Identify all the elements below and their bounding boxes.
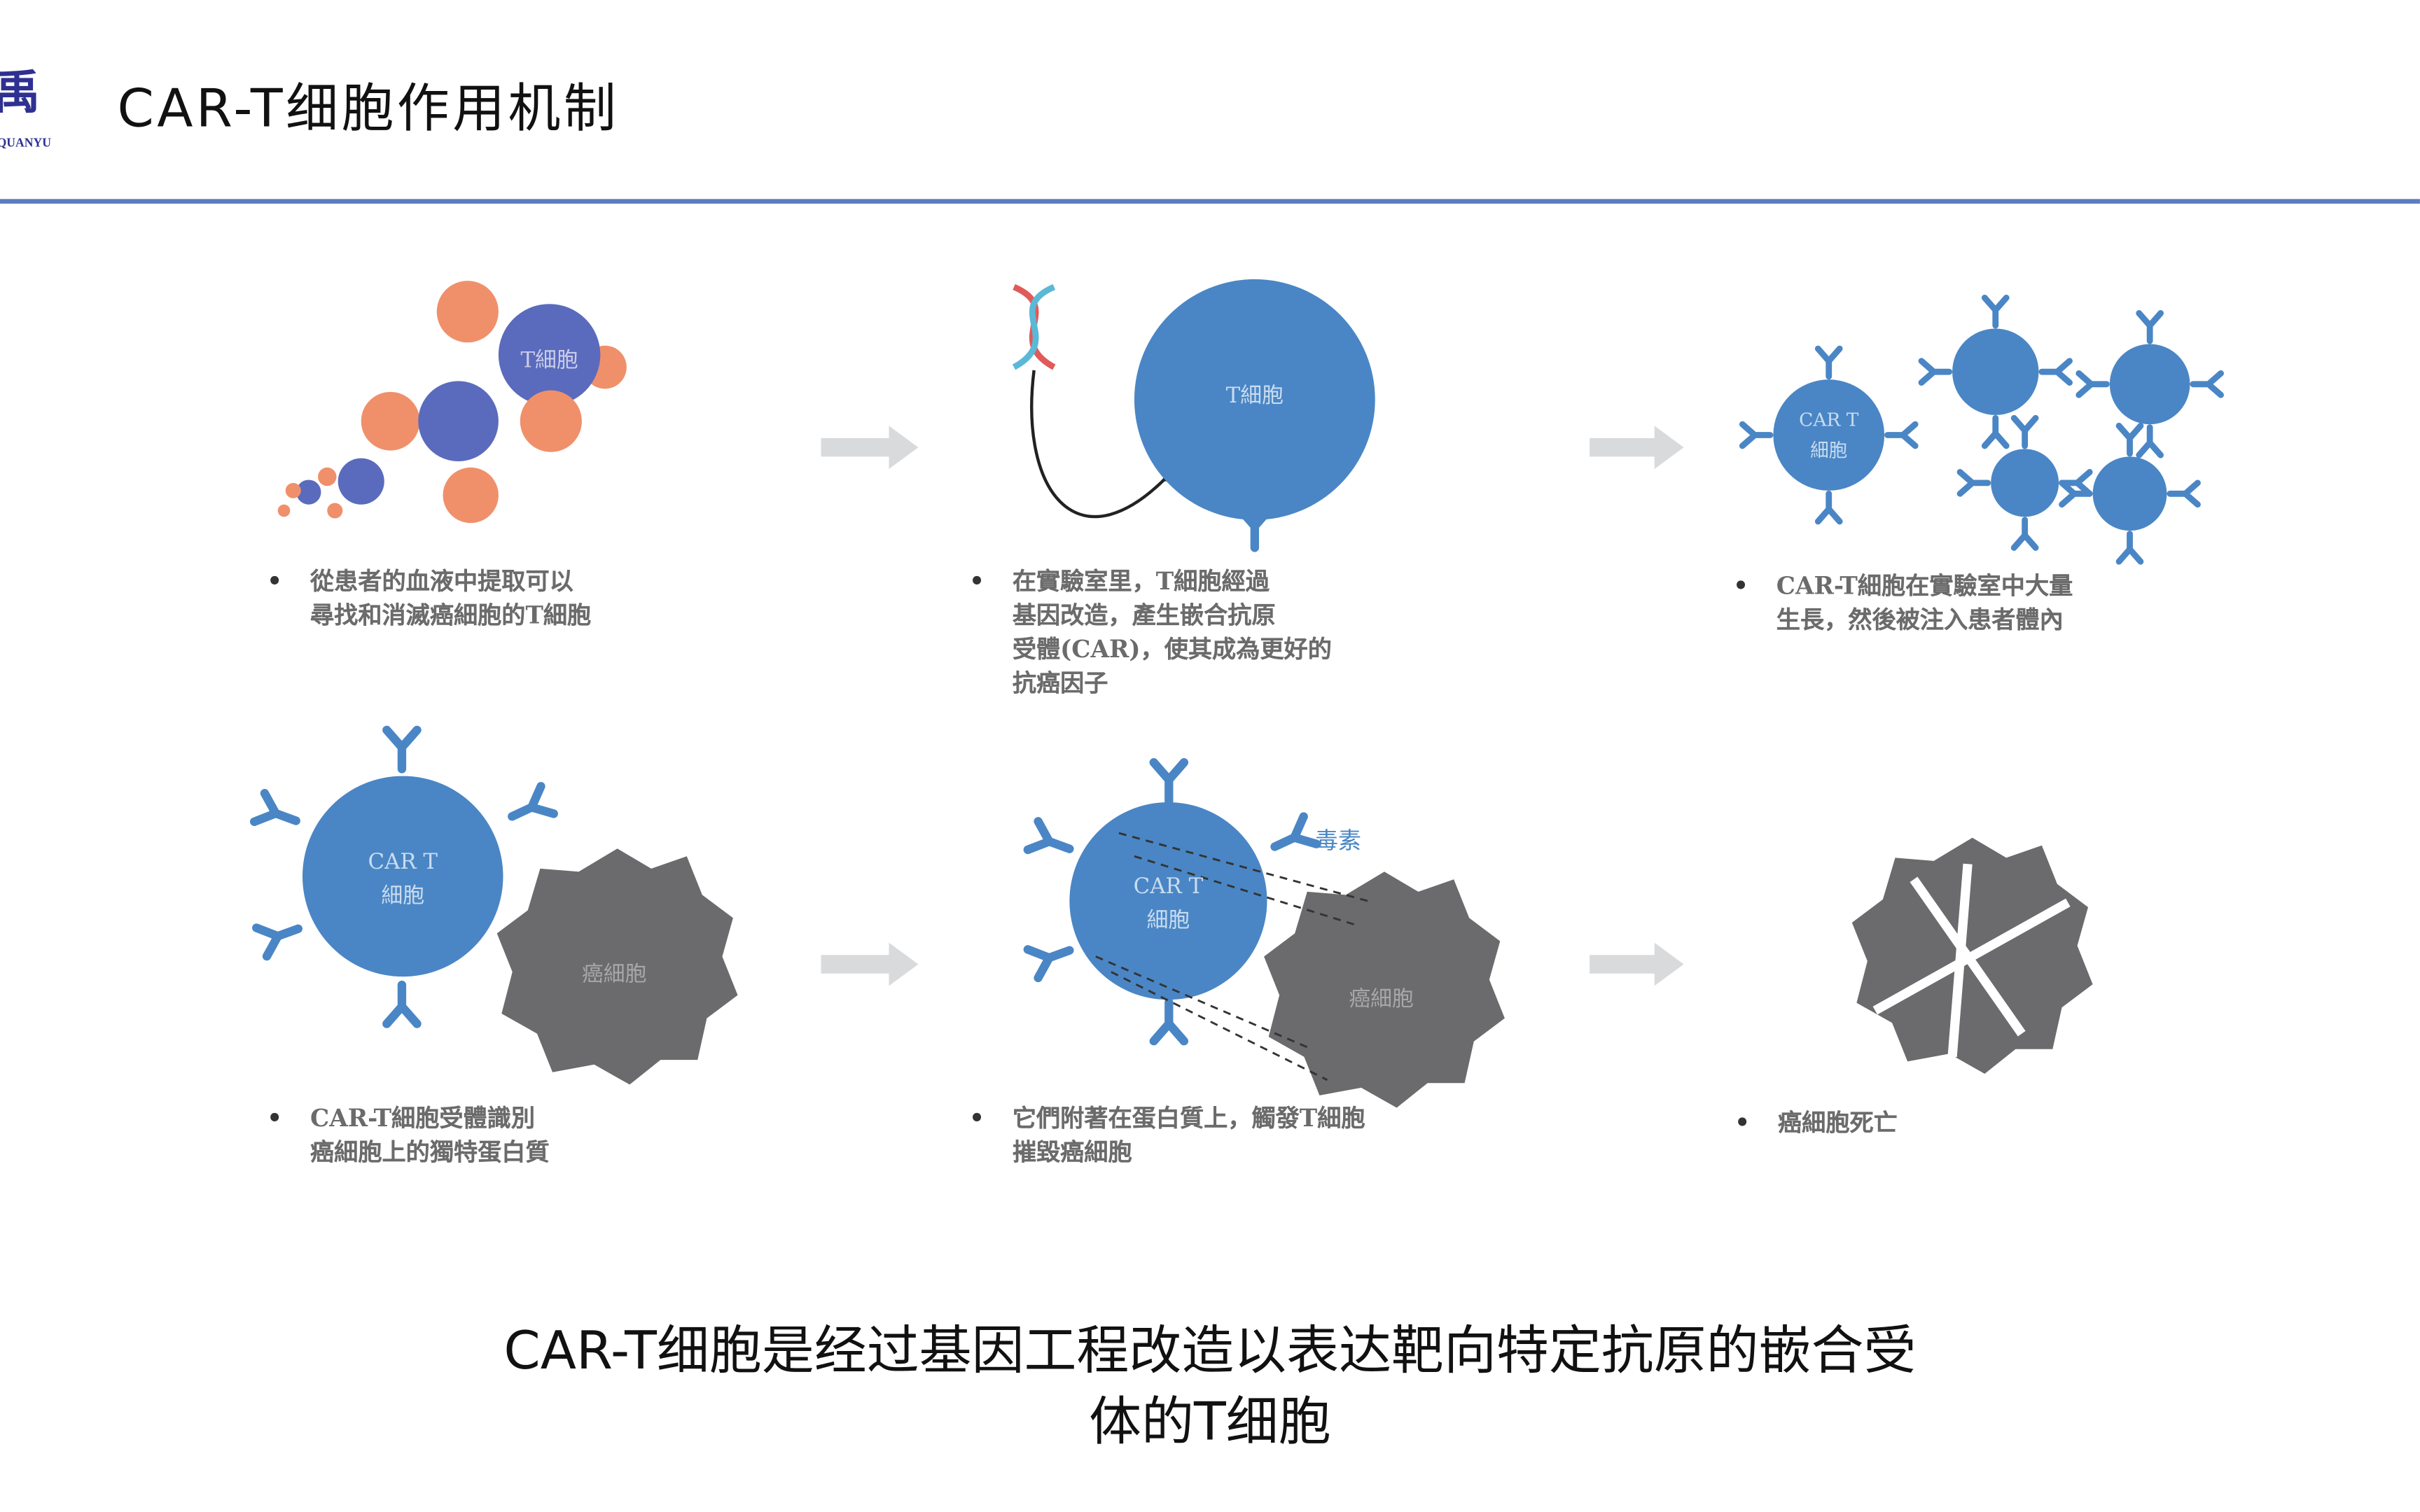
car-t-label: CAR T [368,849,438,874]
car-t-cell-label: 細胞 [1810,440,1847,461]
car-t-label: CAR T [1799,409,1859,430]
subtitle-line-2: 体的T细胞 [1089,1392,1331,1454]
dead-cancer-cell [1851,837,2093,1074]
step-2-text: • 在實驗室里，T細胞經過基因改造，產生嵌合抗原受體(CAR)，使其成為更好的抗癌… [969,565,1332,701]
step-line: 癌細胞上的獨特蛋白質 [310,1137,550,1167]
step-1-text: • 從患者的血液中提取可以尋找和消滅癌細胞的T細胞 [267,565,592,633]
toxin-lines [1095,832,1374,1082]
arrow-icon [821,426,1684,986]
bullet-icon: • [1734,1107,1751,1138]
step-line: 在實驗室里，T細胞經過 [1012,566,1270,596]
page-title: CAR-T细胞作用机制 [117,78,620,141]
step-4-text: • CAR-T細胞受體識別癌細胞上的獨特蛋白質 [267,1102,550,1170]
step-line: 基因改造，產生嵌合抗原 [1012,600,1276,630]
step-line: CAR-T細胞受體識別 [310,1102,536,1133]
car-t-cell-label: 細胞 [1147,908,1190,933]
step-3-text: • CAR-T細胞在實驗室中大量生長，然後被注入患者體內 [1733,569,2073,637]
t-cell-label-2: T細胞 [1226,383,1284,408]
step-6-text: • 癌細胞死亡 [1734,1106,1898,1140]
logo: 禹 [0,67,40,120]
car-t-label: CAR T [1134,874,1204,899]
cancer-cell-label: 癌細胞 [582,962,647,987]
step-5-text: • 它們附著在蛋白質上，觸發T細胞摧毀癌細胞 [969,1102,1365,1170]
cancer-cell-label: 癌細胞 [1349,986,1414,1011]
blood-cells-illustration [277,281,627,524]
bullet-icon: • [1733,570,1748,601]
step-line: 受體(CAR)，使其成為更好的 [1012,634,1332,664]
t-cell-label: T細胞 [520,348,578,373]
step-line: 抗癌因子 [1012,668,1108,698]
subtitle-line-1: CAR-T细胞是经过基因工程改造以表达靶向特定抗原的嵌合受 [503,1320,1917,1382]
bullet-icon: • [969,1102,985,1133]
step-line: 癌細胞死亡 [1778,1107,1898,1138]
t-cell [1134,279,1375,520]
bullet-icon: • [267,566,283,596]
bullet-icon: • [969,566,985,596]
toxin-label: 毒素 [1315,827,1361,854]
bullet-icon: • [267,1102,283,1133]
step-line: 它們附著在蛋白質上，觸發T細胞 [1012,1102,1365,1133]
modification-arrow [1030,370,1174,519]
car-t-cell [1069,802,1267,1000]
step-line: 摧毀癌細胞 [1012,1137,1132,1167]
step-line: 尋找和消滅癌細胞的T細胞 [310,600,592,630]
logo-subtext: QUANYU [0,135,51,150]
step-line: CAR-T細胞在實驗室中大量 [1776,570,2073,601]
step-line: 生長，然後被注入患者體內 [1776,604,2064,634]
car-t-cells-multiplied [1773,328,2190,531]
header-divider [0,199,2420,204]
dna-icon [1012,284,1056,370]
car-t-cell [302,776,503,977]
step-line: 從患者的血液中提取可以 [310,566,573,596]
car-t-cell-label: 細胞 [381,883,424,908]
